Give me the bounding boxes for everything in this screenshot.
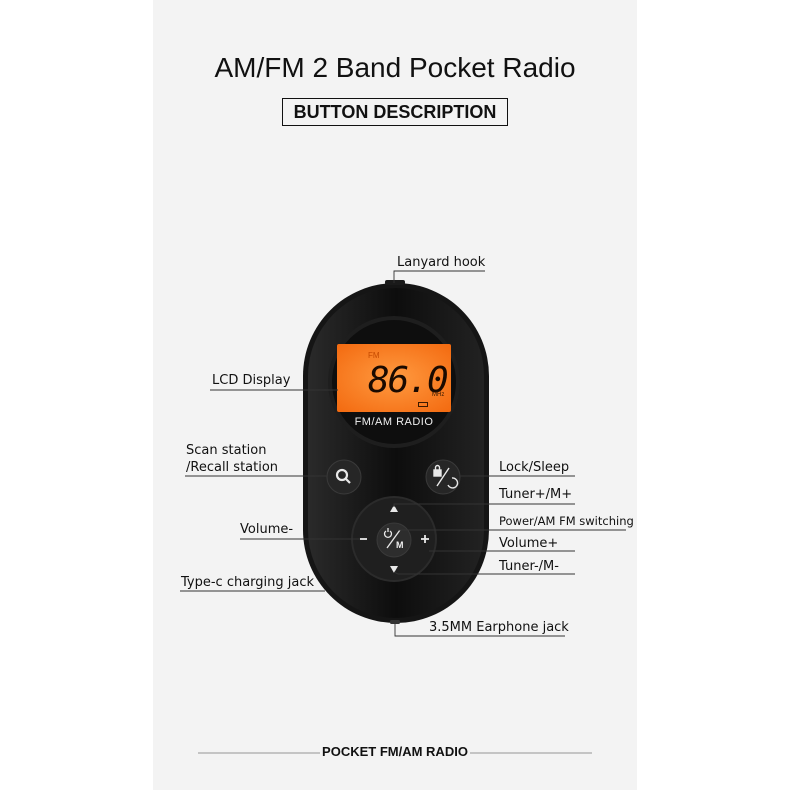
center-m-symbol: M <box>396 540 404 550</box>
label-earphone-jack: 3.5MM Earphone jack <box>429 620 569 635</box>
arrow-down-icon <box>390 566 398 573</box>
power-icon <box>383 528 401 549</box>
scan-button-circle <box>326 459 362 495</box>
band-indicator: FM <box>368 351 380 360</box>
label-tuner-up: Tuner+/M+ <box>499 487 573 502</box>
search-icon <box>335 468 351 484</box>
frequency-readout: 86.0 <box>368 360 449 401</box>
label-tuner-down: Tuner-/M- <box>499 559 559 574</box>
label-power-switch: Power/AM FM switching <box>499 514 634 528</box>
power-mode-button-circle <box>376 522 412 558</box>
label-lanyard-hook: Lanyard hook <box>397 255 486 270</box>
page-title: AM/FM 2 Band Pocket Radio <box>214 52 576 83</box>
lock-sleep-icon <box>433 464 459 489</box>
arrow-up-icon <box>390 505 398 512</box>
battery-indicator <box>418 402 428 407</box>
footer-caption: POCKET FM/AM RADIO <box>322 744 468 759</box>
brand-label: FM/AM RADIO <box>354 416 434 428</box>
lcd-screen <box>337 344 451 412</box>
section-heading: BUTTON DESCRIPTION <box>282 98 508 126</box>
label-scan-station: Scan station <box>186 443 267 458</box>
label-lock-sleep: Lock/Sleep <box>499 460 570 475</box>
lanyard-hook <box>385 280 405 285</box>
unit-label: MHz <box>432 392 445 398</box>
plus-icon <box>421 535 429 543</box>
label-volume-down: Volume- <box>240 522 294 537</box>
label-lcd-display: LCD Display <box>212 373 291 388</box>
label-volume-up: Volume+ <box>499 536 559 551</box>
label-typec-jack: Type-c charging jack <box>181 575 315 590</box>
earphone-jack <box>390 620 400 624</box>
label-recall-station: /Recall station <box>186 460 279 475</box>
